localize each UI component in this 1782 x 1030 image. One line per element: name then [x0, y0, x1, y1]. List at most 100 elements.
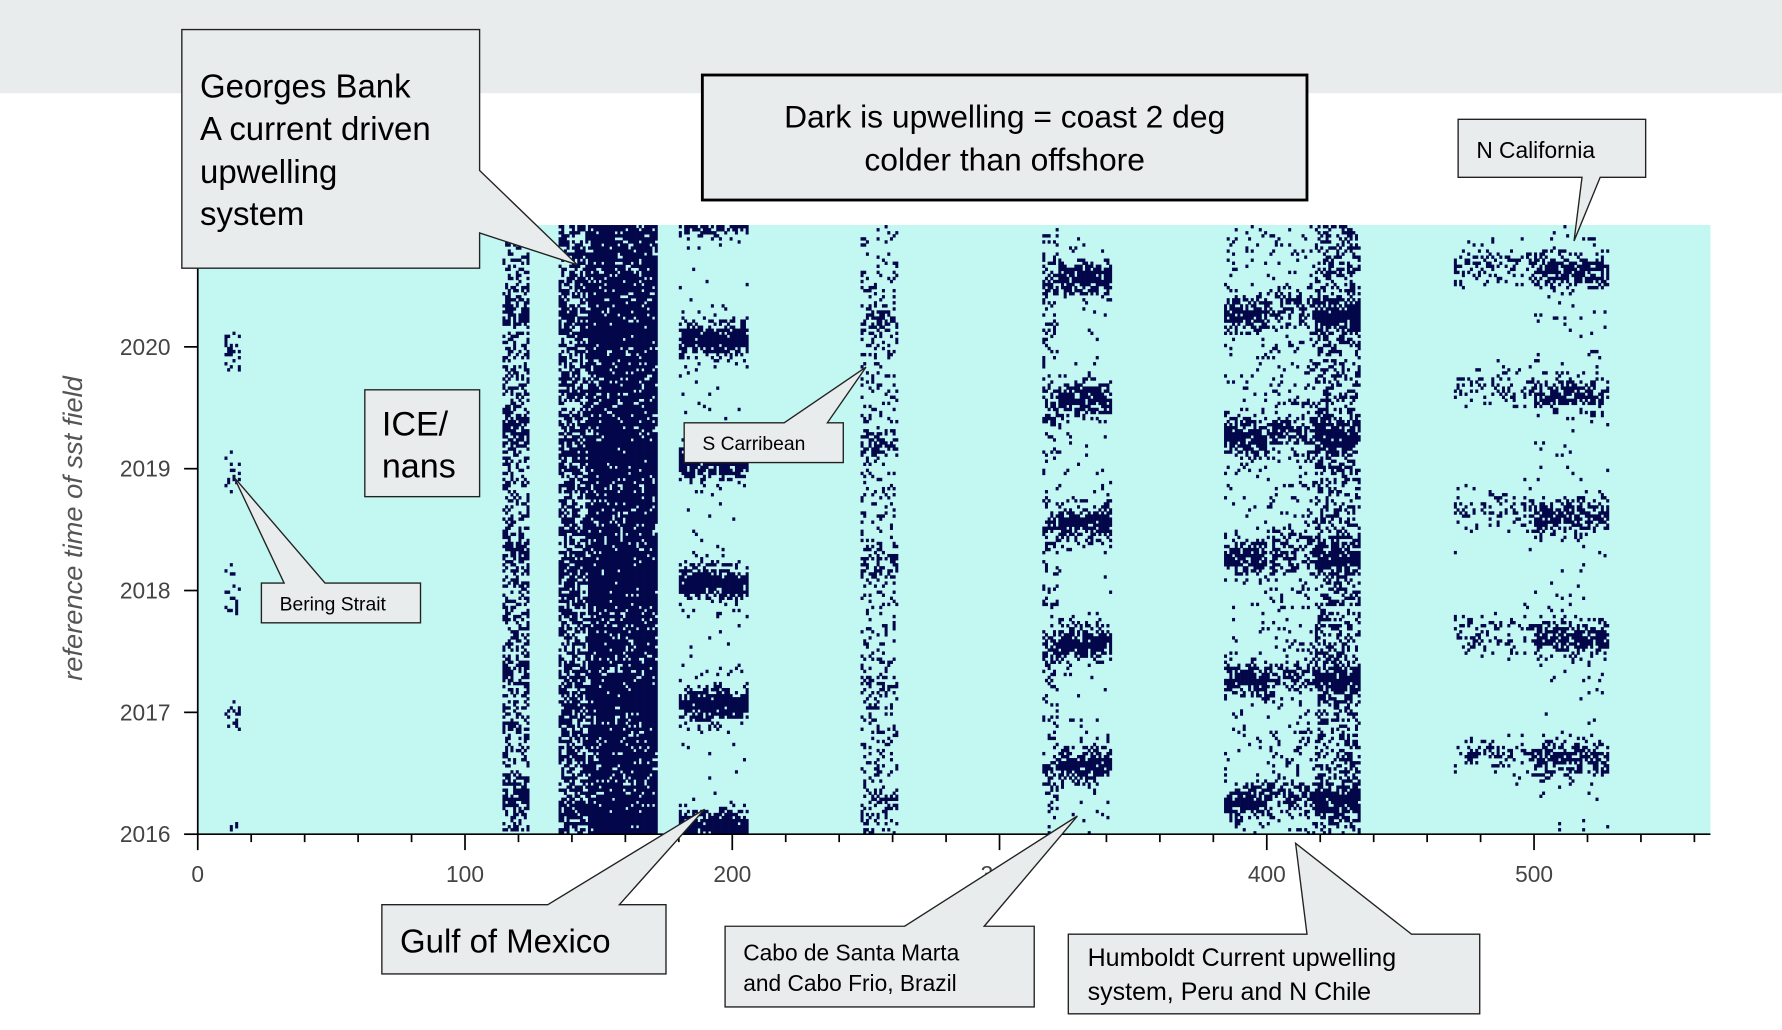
heatmap-cell — [1229, 423, 1233, 454]
heatmap-cell — [1242, 465, 1246, 470]
heatmap-cell — [1237, 788, 1241, 808]
heatmap-cell — [1293, 450, 1297, 457]
heatmap-cell — [1328, 654, 1332, 661]
heatmap-cell — [1095, 660, 1099, 664]
heatmap-cell — [1309, 651, 1313, 655]
heatmap-cell — [515, 288, 519, 293]
heatmap-cell — [879, 770, 883, 774]
heatmap-cell — [887, 471, 891, 476]
heatmap-cell — [1264, 660, 1268, 664]
heatmap-cell — [881, 486, 885, 494]
heatmap-cell — [1304, 742, 1308, 747]
heatmap-cell — [237, 334, 241, 339]
heatmap-cell — [868, 694, 872, 698]
heatmap-cell — [881, 642, 885, 646]
heatmap-cell — [1298, 578, 1302, 582]
heatmap-cell — [686, 684, 690, 689]
heatmap-cell — [603, 496, 607, 500]
heatmap-cell — [1269, 252, 1273, 256]
heatmap-cell — [1330, 697, 1334, 701]
heatmap-cell — [1232, 605, 1236, 610]
heatmap-cell — [579, 486, 583, 500]
heatmap-cell — [1285, 617, 1289, 622]
heatmap-cell — [1333, 657, 1337, 695]
heatmap-cell — [521, 627, 525, 631]
heatmap-cell — [558, 700, 562, 704]
heatmap-cell — [887, 252, 891, 256]
heatmap-cell — [745, 225, 749, 235]
heatmap-cell — [649, 225, 653, 244]
heatmap-cell — [574, 578, 578, 582]
heatmap-cell — [1066, 624, 1070, 628]
heatmap-cell — [1309, 359, 1313, 363]
heatmap-cell — [574, 490, 578, 494]
heatmap-cell — [515, 727, 519, 735]
heatmap-cell — [873, 773, 877, 777]
heatmap-cell — [1079, 532, 1083, 537]
heatmap-cell — [726, 477, 730, 482]
heatmap-cell — [1357, 754, 1361, 759]
heatmap-cell — [563, 529, 567, 549]
heatmap-cell — [1232, 502, 1236, 506]
heatmap-cell — [1293, 298, 1297, 305]
heatmap-cell — [1357, 620, 1361, 625]
heatmap-cell — [563, 322, 567, 336]
heatmap-cell — [1269, 441, 1273, 445]
heatmap-cell — [585, 764, 589, 777]
heatmap-cell — [646, 316, 650, 375]
heatmap-cell — [587, 383, 591, 409]
heatmap-cell — [1245, 264, 1249, 269]
heatmap-cell — [1085, 745, 1089, 750]
heatmap-cell — [1520, 748, 1524, 753]
heatmap-cell — [1285, 758, 1289, 768]
heatmap-cell — [558, 499, 562, 503]
heatmap-cell — [863, 352, 867, 357]
heatmap-cell — [1507, 624, 1511, 628]
heatmap-cell — [860, 767, 864, 771]
heatmap-cell — [1357, 264, 1361, 272]
heatmap-cell — [569, 566, 573, 573]
heatmap-cell — [601, 511, 605, 524]
heatmap-cell — [1293, 349, 1297, 354]
heatmap-cell — [505, 541, 509, 552]
heatmap-cell — [1357, 779, 1361, 786]
heatmap-cell — [617, 273, 621, 314]
heatmap-cell — [1352, 773, 1356, 780]
heatmap-cell — [860, 803, 864, 808]
heatmap-cell — [502, 660, 506, 683]
heatmap-cell — [505, 596, 509, 604]
heatmap-cell — [879, 438, 883, 448]
heatmap-cell — [1272, 355, 1276, 360]
heatmap-cell — [582, 349, 586, 354]
heatmap-cell — [1055, 450, 1059, 454]
heatmap-cell — [1079, 499, 1083, 503]
heatmap-cell — [1496, 520, 1500, 527]
heatmap-cell — [577, 386, 581, 390]
heatmap-cell — [595, 365, 599, 381]
heatmap-cell — [734, 596, 738, 607]
heatmap-cell — [1044, 596, 1048, 601]
heatmap-cell — [686, 691, 690, 695]
heatmap-cell — [510, 429, 514, 436]
heatmap-cell — [697, 362, 701, 366]
heatmap-cell — [1349, 593, 1353, 601]
heatmap-cell — [603, 225, 607, 278]
heatmap-cell — [876, 758, 880, 762]
heatmap-cell — [521, 544, 525, 555]
heatmap-cell — [1512, 258, 1516, 262]
heatmap-cell — [1483, 502, 1487, 509]
heatmap-cell — [561, 423, 565, 430]
heatmap-cell — [1346, 703, 1350, 710]
heatmap-cell — [579, 770, 583, 777]
heatmap-cell — [742, 319, 746, 348]
heatmap-cell — [523, 407, 527, 412]
heatmap-cell — [1341, 599, 1345, 607]
heatmap-cell — [593, 493, 597, 500]
heatmap-cell — [609, 672, 613, 728]
heatmap-cell — [571, 435, 575, 442]
heatmap-cell — [724, 349, 728, 357]
heatmap-cell — [1314, 788, 1318, 817]
heatmap-cell — [515, 258, 519, 262]
heatmap-cell — [1047, 346, 1051, 351]
heatmap-cell — [718, 355, 722, 360]
